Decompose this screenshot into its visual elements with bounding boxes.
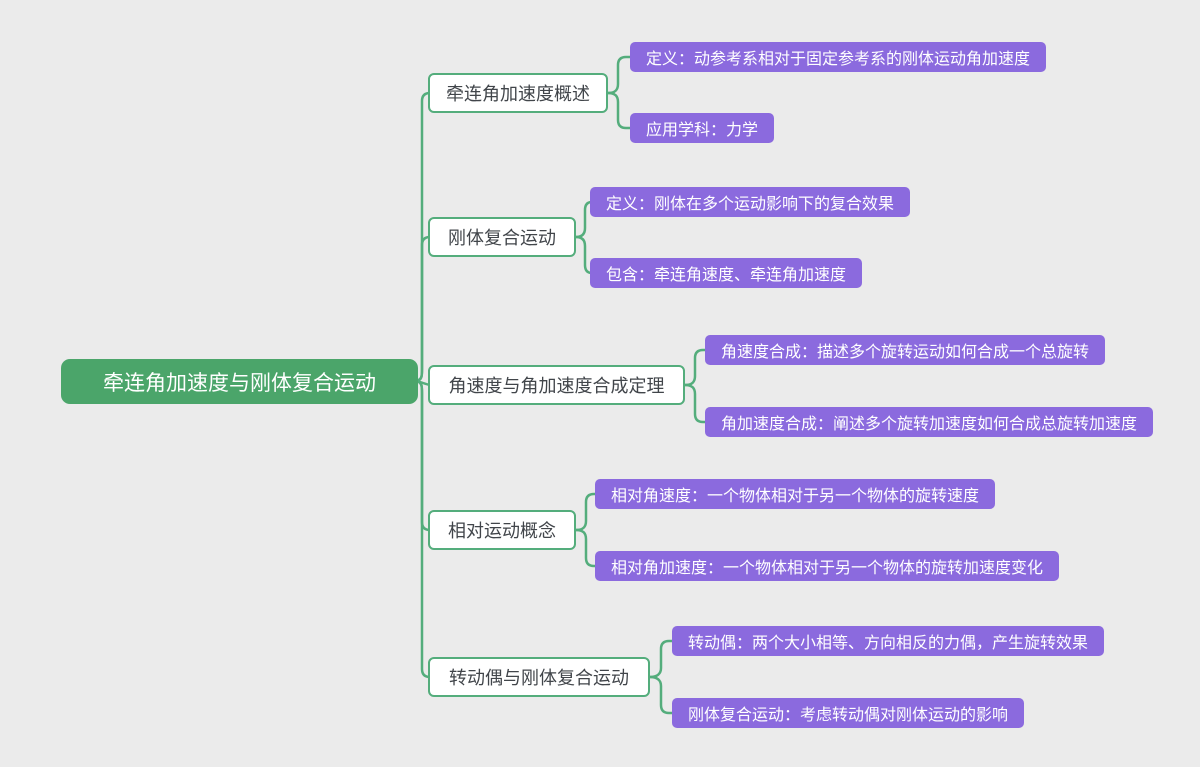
leaf-node-3-angular-acceleration-synthesis[interactable]: 角加速度合成：阐述多个旋转加速度如何合成总旋转加速度	[705, 407, 1154, 437]
connector-branch-3-leaf-2	[683, 383, 709, 424]
leaf-node-label: 角速度合成：描述多个旋转运动如何合成一个总旋转	[721, 344, 1090, 361]
leaf-node-1-applied-discipline[interactable]: 应用学科：力学	[630, 113, 775, 143]
leaf-node-4-relative-angular-velocity[interactable]: 相对角速度：一个物体相对于另一个物体的旋转速度	[595, 479, 996, 509]
leaf-node-5-composite-motion[interactable]: 刚体复合运动：考虑转动偶对刚体运动的影响	[672, 698, 1025, 728]
branch-node-label: 转动偶与刚体复合运动	[449, 668, 629, 688]
leaf-node-3-angular-velocity-synthesis[interactable]: 角速度合成：描述多个旋转运动如何合成一个总旋转	[705, 335, 1106, 365]
root-node-label: 牵连角加速度与刚体复合运动	[103, 371, 376, 395]
branch-node-label: 相对运动概念	[448, 521, 556, 541]
connector-branch-1-leaf-1	[606, 55, 634, 95]
branch-node-synthesis-theorem[interactable]: 角速度与角加速度合成定理	[428, 365, 685, 405]
leaf-node-1-definition[interactable]: 定义：动参考系相对于固定参考系的刚体运动角加速度	[630, 42, 1047, 72]
leaf-node-2-includes[interactable]: 包含：牵连角速度、牵连角加速度	[590, 258, 863, 288]
root-node[interactable]: 牵连角加速度与刚体复合运动	[61, 359, 418, 404]
leaf-node-label: 刚体复合运动：考虑转动偶对刚体运动的影响	[688, 707, 1009, 724]
leaf-node-label: 相对角加速度：一个物体相对于另一个物体的旋转加速度变化	[611, 560, 1044, 577]
leaf-node-label: 相对角速度：一个物体相对于另一个物体的旋转速度	[611, 488, 980, 505]
branch-node-label: 角速度与角加速度合成定理	[448, 376, 665, 396]
branch-node-rotational-couple[interactable]: 转动偶与刚体复合运动	[428, 657, 650, 697]
connector-root-branch-4	[414, 379, 432, 532]
branch-node-label: 牵连角加速度概述	[446, 84, 590, 104]
connector-branch-3-leaf-1	[683, 348, 709, 387]
branch-node-rigid-body-composite-motion[interactable]: 刚体复合运动	[428, 217, 576, 257]
connector-branch-4-leaf-1	[574, 492, 599, 532]
leaf-node-label: 应用学科：力学	[646, 122, 759, 139]
connector-branch-5-leaf-2	[648, 675, 676, 715]
connector-branch-1-leaf-2	[606, 91, 634, 130]
connector-root-branch-2	[414, 235, 432, 383]
leaf-node-label: 定义：刚体在多个运动影响下的复合效果	[606, 196, 895, 213]
leaf-node-label: 定义：动参考系相对于固定参考系的刚体运动角加速度	[646, 51, 1031, 68]
branch-node-label: 刚体复合运动	[448, 228, 556, 248]
leaf-node-2-definition[interactable]: 定义：刚体在多个运动影响下的复合效果	[590, 187, 911, 217]
branch-node-entrainment-overview[interactable]: 牵连角加速度概述	[428, 73, 608, 113]
leaf-node-4-relative-angular-acceleration[interactable]: 相对角加速度：一个物体相对于另一个物体的旋转加速度变化	[595, 551, 1060, 581]
connector-branch-4-leaf-2	[574, 528, 599, 568]
branch-node-relative-motion-concept[interactable]: 相对运动概念	[428, 510, 576, 550]
leaf-node-label: 转动偶：两个大小相等、方向相反的力偶，产生旋转效果	[688, 635, 1089, 652]
connector-branch-5-leaf-1	[648, 639, 676, 679]
leaf-node-5-rotational-couple[interactable]: 转动偶：两个大小相等、方向相反的力偶，产生旋转效果	[672, 626, 1105, 656]
leaf-node-label: 包含：牵连角速度、牵连角加速度	[606, 267, 847, 284]
leaf-node-label: 角加速度合成：阐述多个旋转加速度如何合成总旋转加速度	[721, 416, 1138, 433]
